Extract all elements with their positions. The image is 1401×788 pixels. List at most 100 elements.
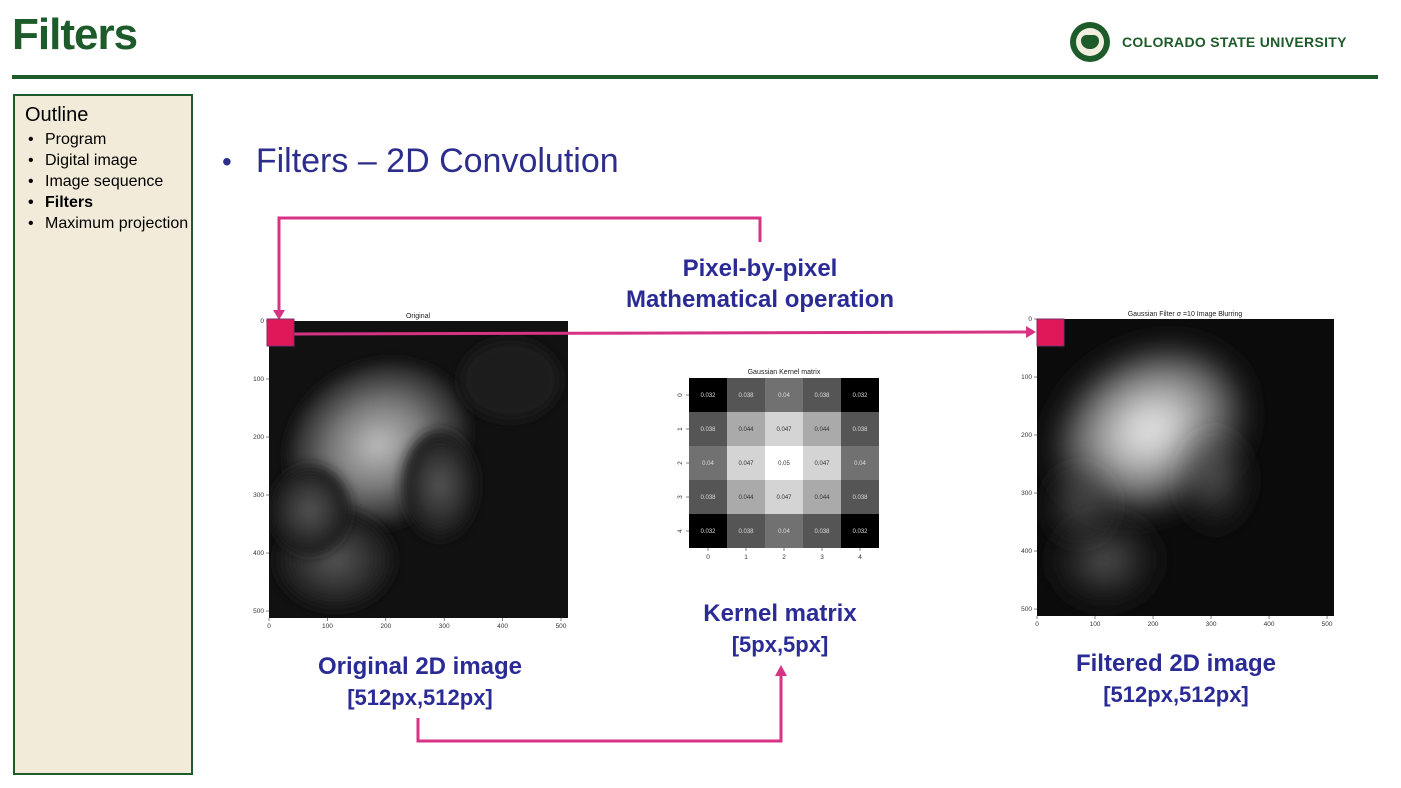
outline-item-program: Program: [25, 129, 191, 150]
outline-item-maximum-projection: Maximum projection: [25, 213, 191, 234]
original-ytick-label: 400: [253, 550, 264, 557]
arrow-top-loop-head: [273, 310, 285, 320]
connector-arrows: [273, 216, 1036, 743]
filtered-xtick-label: 0: [1035, 621, 1039, 628]
ram-logo-icon: [1070, 22, 1110, 62]
kernel-cell: [841, 378, 879, 412]
filtered-image-plot: Gaussian Filter σ =10 Image Blurring 0 0 1…: [1021, 311, 1334, 628]
filtered-xtick-label: 100: [1090, 621, 1101, 628]
kernel-cell: [689, 378, 727, 412]
filtered-xtick-label: 400: [1264, 621, 1275, 628]
bullet-dot: •: [222, 145, 232, 177]
original-image-plot: Original 0010010020020030030040040050050…: [253, 313, 568, 630]
filtered-xtick-label: 200: [1148, 621, 1159, 628]
original-ytick-label: 0: [260, 318, 264, 325]
outline-item-image-sequence: Image sequence: [25, 171, 191, 192]
kernel-cell: [727, 514, 765, 548]
outline-item-digital-image: Digital image: [25, 150, 191, 171]
kernel-cell-value: 0.038: [738, 393, 754, 399]
kernel-cell: [841, 412, 879, 446]
kernel-cell-value: 0.04: [778, 529, 790, 535]
arrow-bottom-loop-head: [775, 665, 787, 676]
kernel-ytick-label: 2: [677, 461, 684, 465]
kernel-xtick-label: 3: [820, 554, 824, 561]
outline-sidebar: Outline Program Digital image Image sequ…: [13, 94, 193, 775]
kernel-cell-value: 0.038: [700, 427, 716, 433]
kernel-cell: [727, 412, 765, 446]
operation-label: Pixel-by-pixel Mathematical operation: [600, 253, 920, 315]
filtered-ytick-label: 400: [1021, 548, 1032, 555]
filtered-caption: Filtered 2D image [512px,512px]: [1046, 648, 1306, 710]
kernel-cell-value: 0.047: [776, 495, 792, 501]
kernel-cell-value: 0.038: [852, 495, 868, 501]
kernel-cell-value: 0.05: [778, 461, 790, 467]
original-ytick-label: 500: [253, 608, 264, 615]
kernel-cell: [803, 412, 841, 446]
original-xtick-label: 500: [556, 623, 567, 630]
kernel-cell-value: 0.038: [814, 529, 830, 535]
filtered-ytick-label: 0: [1028, 316, 1032, 323]
kernel-cell-value: 0.038: [738, 529, 754, 535]
original-caption: Original 2D image [512px,512px]: [290, 651, 550, 713]
arrow-top-loop: [277, 216, 762, 310]
filtered-xtick-label: 500: [1322, 621, 1333, 628]
kernel-cell-value: 0.04: [778, 393, 790, 399]
kernel-cell-value: 0.044: [738, 495, 754, 501]
kernel-cell: [803, 480, 841, 514]
kernel-ytick-label: 3: [677, 495, 684, 499]
kernel-cell-value: 0.032: [852, 529, 868, 535]
operation-label-line2: Mathematical operation: [625, 286, 895, 313]
original-ytick-label: 200: [253, 434, 264, 441]
kernel-cell-value: 0.04: [702, 461, 714, 467]
arrow-original-to-filtered: [293, 330, 1029, 336]
kernel-cell: [803, 378, 841, 412]
kernel-cell-value: 0.044: [738, 427, 754, 433]
kernel-cell: [841, 514, 879, 548]
kernel-cell: [765, 514, 803, 548]
section-heading: Filters – 2D Convolution: [255, 142, 619, 180]
kernel-cell: [841, 446, 879, 480]
header-rule: [12, 75, 1378, 79]
university-logo: COLORADO STATE UNIVERSITY: [1070, 20, 1347, 64]
pixel-marker-original: [266, 318, 295, 347]
kernel-cell: [689, 480, 727, 514]
pixel-marker-filtered: [1036, 318, 1065, 347]
filtered-plot-title: Gaussian Filter σ =10 Image Blurring: [1128, 311, 1243, 318]
original-xtick-label: 200: [380, 623, 391, 630]
kernel-cell: [765, 412, 803, 446]
kernel-caption-line1: Kernel matrix: [703, 600, 857, 627]
kernel-ytick-label: 1: [677, 427, 684, 431]
filtered-image-content: [1040, 338, 1255, 615]
filtered-ytick-label: 300: [1021, 490, 1032, 497]
kernel-cell: [689, 446, 727, 480]
filtered-caption-line2: [512px,512px]: [1103, 682, 1249, 707]
filtered-ytick-label: 200: [1021, 432, 1032, 439]
kernel-cell-value: 0.047: [738, 461, 754, 467]
filtered-ytick-label: 500: [1021, 606, 1032, 613]
original-xtick-label: 300: [439, 623, 450, 630]
kernel-cell-value: 0.044: [814, 495, 830, 501]
page-title: Filters: [12, 10, 138, 59]
filtered-ytick-label: 100: [1021, 374, 1032, 381]
kernel-xtick-label: 2: [782, 554, 786, 561]
kernel-cell: [765, 480, 803, 514]
operation-label-line1: Pixel-by-pixel: [682, 255, 838, 282]
kernel-cell-value: 0.047: [776, 427, 792, 433]
kernel-xtick-label: 0: [706, 554, 710, 561]
kernel-cell: [727, 378, 765, 412]
original-ytick-label: 100: [253, 376, 264, 383]
outline-item-filters: Filters: [25, 192, 191, 213]
outline-list: Program Digital image Image sequence Fil…: [25, 129, 191, 234]
original-caption-line1: Original 2D image: [317, 653, 523, 680]
kernel-cell: [803, 446, 841, 480]
section-bullet: • Filters – 2D Convolution: [222, 142, 619, 181]
kernel-caption-line2: [5px,5px]: [731, 632, 829, 657]
kernel-cell: [727, 480, 765, 514]
original-caption-line2: [512px,512px]: [347, 685, 493, 710]
